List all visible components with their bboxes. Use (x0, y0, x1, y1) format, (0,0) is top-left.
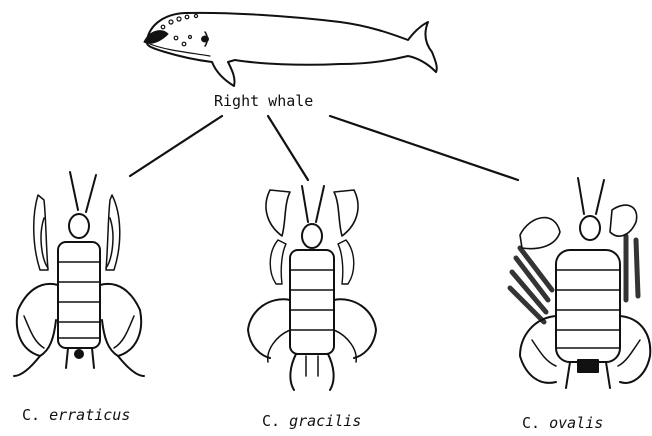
species-label-ovalis: C. ovalis (522, 414, 603, 432)
species-genus: C. (522, 414, 540, 432)
species-epithet: ovalis (549, 414, 603, 432)
connector-lines (130, 116, 518, 180)
species-label-erraticus: C. erraticus (22, 406, 130, 424)
connector-erraticus (130, 116, 222, 176)
right-whale-illustration (144, 13, 437, 86)
species-epithet: gracilis (289, 412, 361, 430)
c-ovalis-illustration (510, 178, 650, 388)
connector-ovalis (330, 116, 518, 180)
species-epithet: erraticus (49, 406, 130, 424)
connector-gracilis (268, 116, 308, 180)
c-erraticus-illustration (14, 172, 144, 376)
species-genus: C. (22, 406, 40, 424)
species-genus: C. (262, 412, 280, 430)
species-label-gracilis: C. gracilis (262, 412, 361, 430)
whale-label: Right whale (214, 92, 313, 110)
c-gracilis-illustration (248, 186, 376, 390)
